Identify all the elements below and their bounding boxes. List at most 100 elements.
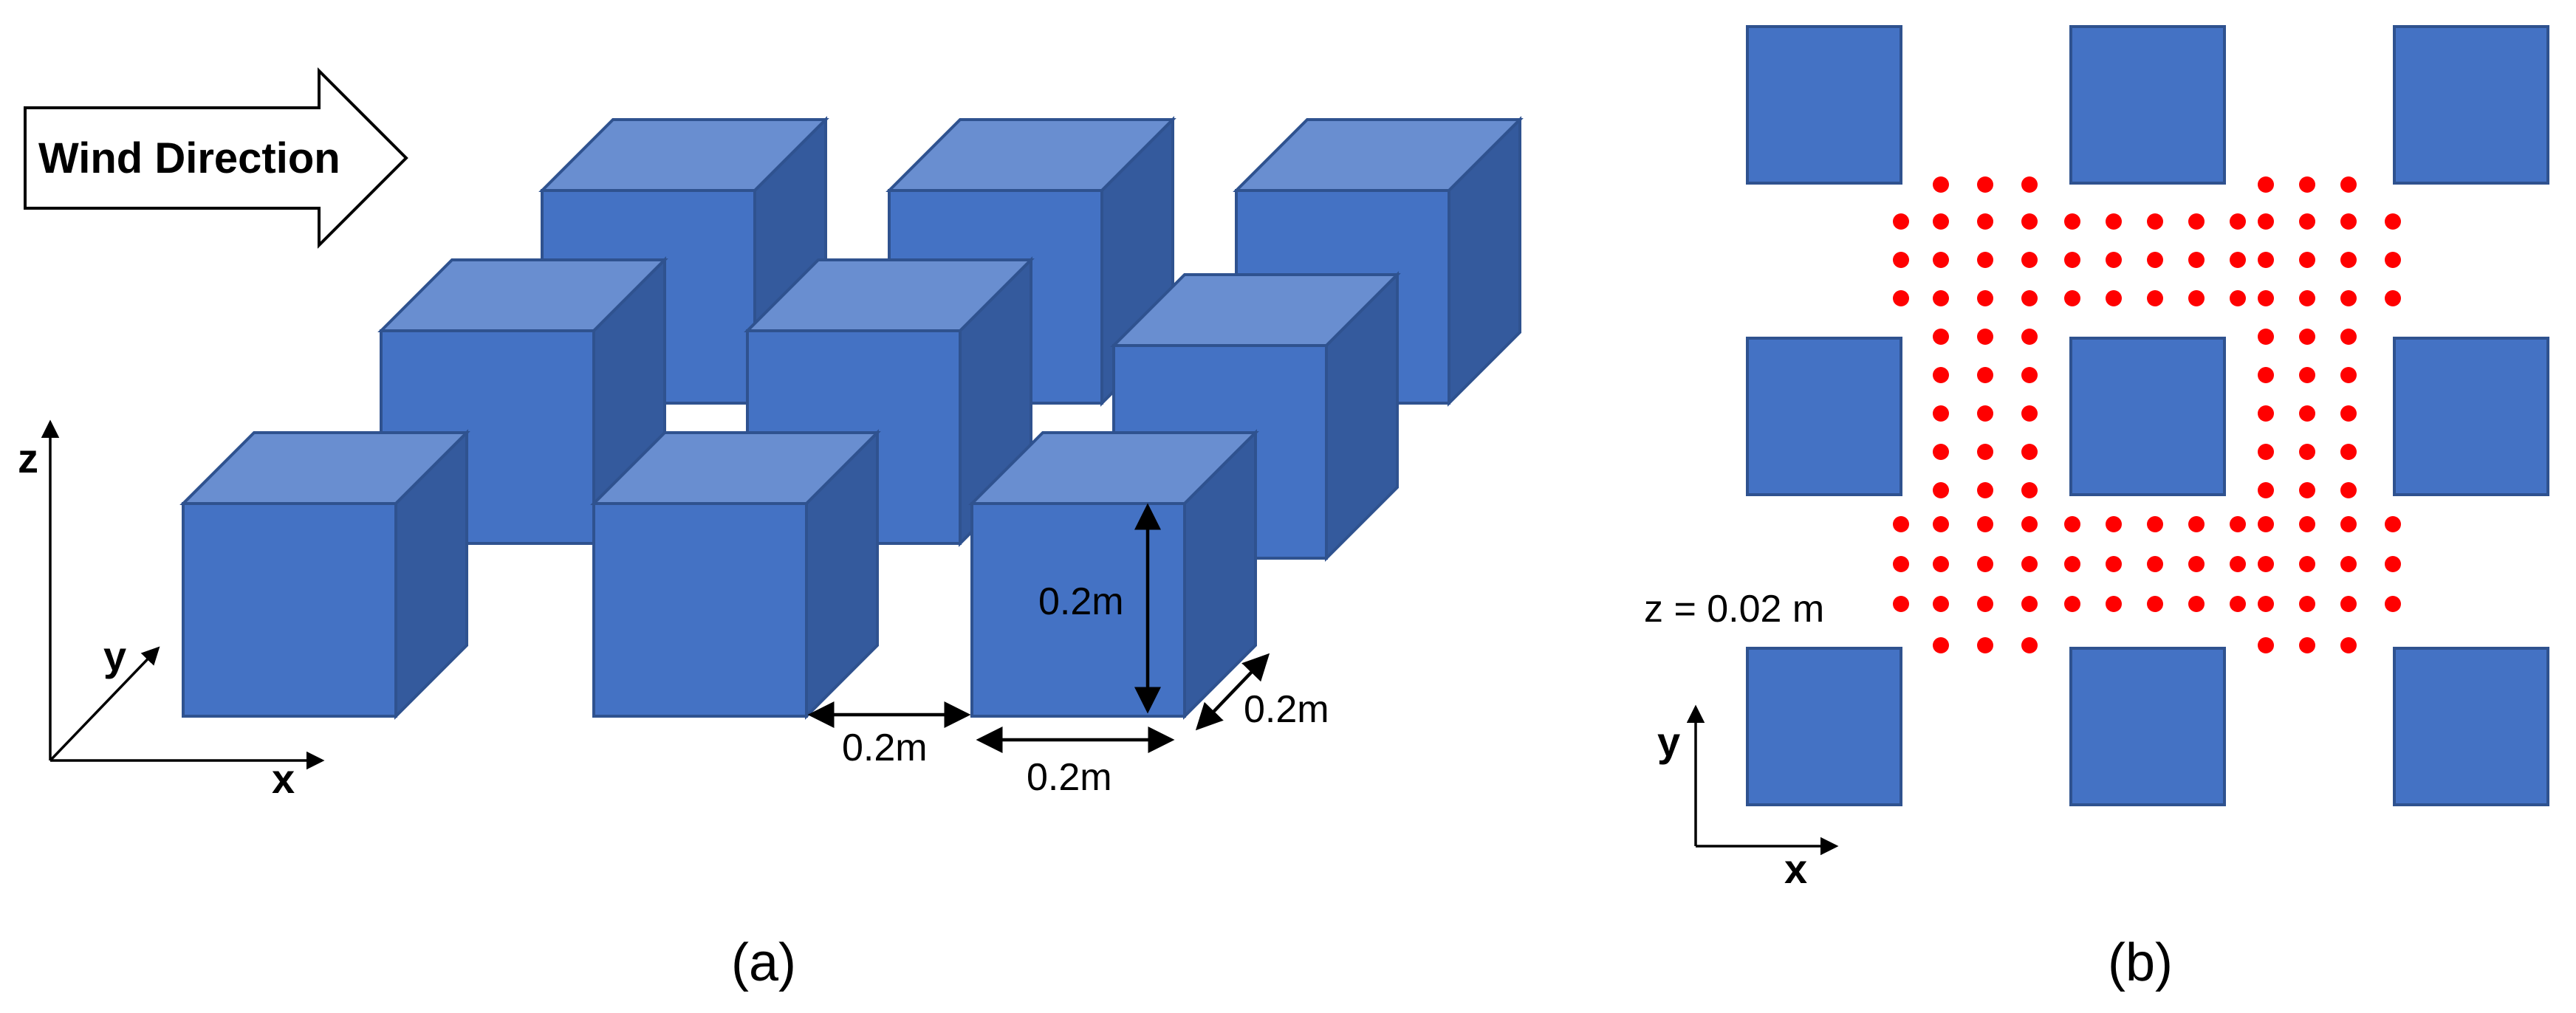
probe-point	[2106, 290, 2122, 306]
probe-point	[2340, 176, 2357, 193]
probe-point	[2021, 252, 2038, 268]
probe-point	[1933, 444, 1949, 460]
probe-point	[1893, 252, 1909, 268]
panel-b: z = 0.02 m y x (b)	[1644, 25, 2549, 992]
probe-point	[1933, 637, 1949, 653]
probe-point	[2299, 444, 2315, 460]
y-axis	[49, 646, 160, 762]
probe-point	[2385, 556, 2401, 572]
y-axis-label: y	[103, 633, 126, 679]
plan-block	[2393, 647, 2549, 806]
probe-point	[2147, 252, 2163, 268]
depth-dimension-arrow	[1195, 653, 1270, 731]
probe-point	[2021, 516, 2038, 532]
probe-point	[2064, 213, 2080, 230]
z-axis-label: z	[18, 435, 38, 481]
probe-point	[2147, 213, 2163, 230]
cube	[968, 429, 1259, 720]
probe-point	[2230, 213, 2246, 230]
probe-point	[2340, 367, 2357, 383]
plan-block	[1746, 25, 1902, 185]
probe-point	[1977, 516, 1993, 532]
panel-a-caption: (a)	[731, 933, 796, 992]
probe-point	[2188, 213, 2205, 230]
probe-point	[2064, 290, 2080, 306]
cube	[590, 429, 881, 720]
probe-point	[2299, 213, 2315, 230]
probe-point	[1893, 516, 1909, 532]
probe-point	[2230, 556, 2246, 572]
probe-point	[1977, 444, 1993, 460]
probe-point	[2299, 596, 2315, 612]
plane-height-label: z = 0.02 m	[1644, 588, 1824, 631]
cube-front-face	[592, 502, 808, 718]
probe-point	[2021, 444, 2038, 460]
probe-point	[2258, 213, 2274, 230]
cube-array	[179, 116, 1524, 720]
probe-point	[1893, 290, 1909, 306]
wind-direction-arrow: Wind Direction	[24, 67, 408, 249]
probe-point	[2258, 176, 2274, 193]
probe-point	[1933, 252, 1949, 268]
probe-point	[2258, 290, 2274, 306]
probe-point	[2299, 482, 2315, 498]
probe-point	[1933, 176, 1949, 193]
probe-point	[2106, 596, 2122, 612]
probe-point	[2299, 176, 2315, 193]
probe-point	[2021, 329, 2038, 345]
probe-point	[2021, 482, 2038, 498]
probe-point	[2340, 516, 2357, 532]
plan-block	[2393, 25, 2549, 185]
plan-block	[2393, 337, 2549, 496]
probe-point	[2147, 290, 2163, 306]
probe-point	[1933, 329, 1949, 345]
probe-point	[1933, 213, 1949, 230]
probe-point	[2021, 405, 2038, 422]
probe-point	[2258, 637, 2274, 653]
probe-point	[1977, 556, 1993, 572]
probe-point	[2299, 290, 2315, 306]
axes-3d: z x y	[18, 419, 325, 802]
panel-b-caption: (b)	[2108, 933, 2173, 992]
probe-point	[1933, 516, 1949, 532]
probe-point	[1893, 596, 1909, 612]
probe-point	[2385, 596, 2401, 612]
cube	[179, 429, 470, 720]
gap-dimension-label: 0.2m	[842, 727, 928, 769]
probe-point	[1977, 213, 1993, 230]
probe-point	[1893, 556, 1909, 572]
probe-point	[2230, 596, 2246, 612]
probe-point	[2021, 213, 2038, 230]
probe-point	[2258, 556, 2274, 572]
probe-point	[2385, 213, 2401, 230]
probe-point	[2064, 516, 2080, 532]
probe-point	[1977, 596, 1993, 612]
probe-point	[2299, 516, 2315, 532]
probe-point	[2299, 367, 2315, 383]
plan-block	[2069, 647, 2226, 806]
plan-block	[1746, 647, 1902, 806]
probe-point	[1977, 329, 1993, 345]
probe-point	[2299, 252, 2315, 268]
probe-point	[2106, 252, 2122, 268]
probe-point	[2340, 405, 2357, 422]
probe-point	[2188, 252, 2205, 268]
probe-point	[1977, 252, 1993, 268]
probe-point	[2340, 329, 2357, 345]
probe-point	[2258, 329, 2274, 345]
probe-point	[2340, 596, 2357, 612]
x-axis-label: x	[272, 755, 295, 802]
probe-point	[2299, 405, 2315, 422]
cube-front-face	[182, 502, 397, 718]
probe-point	[2230, 252, 2246, 268]
probe-point	[1977, 367, 1993, 383]
probe-point	[2299, 329, 2315, 345]
probe-point	[2258, 482, 2274, 498]
probe-point-grid	[1893, 176, 2401, 653]
dimension-annotations: 0.2m 0.2m 0.2m 0.2m	[807, 503, 1329, 799]
probe-point	[1893, 213, 1909, 230]
probe-point	[1977, 290, 1993, 306]
probe-point	[2340, 290, 2357, 306]
probe-point	[2258, 516, 2274, 532]
